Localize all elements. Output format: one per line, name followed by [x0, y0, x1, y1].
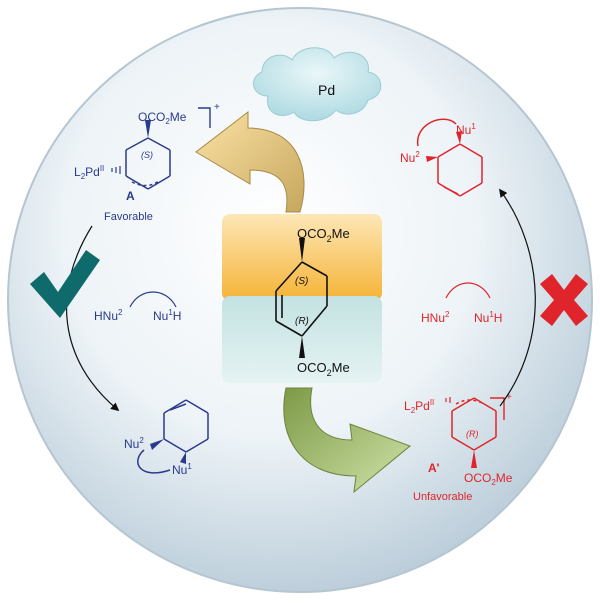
intermediate-a-status: Favorable: [104, 211, 153, 223]
intermediate-a-prime-label: A': [428, 461, 440, 475]
center-top-substituent: OCO2Me: [297, 226, 350, 244]
left-nucleophile-1: HNu2: [94, 308, 123, 323]
center-compound: OCO2Me (S) (R) OCO2Me: [222, 214, 382, 383]
center-bottom-substituent: OCO2Me: [297, 360, 350, 378]
left-nucleophile-2: Nu1H: [153, 308, 181, 323]
intermediate-a-prime-metal: L2PdII: [404, 398, 434, 415]
left-product: Nu2 Nu1: [124, 399, 209, 477]
intermediate-a-prime-substituent: OCO2Me: [464, 471, 513, 487]
intermediate-a-prime-stereo: (R): [466, 429, 479, 439]
catalyst-label: Pd: [318, 82, 335, 98]
right-nucleophile-tether: [445, 282, 491, 299]
cloud-icon: [253, 47, 382, 122]
arrow-to-favorable: [195, 110, 305, 213]
arrow-to-unfavorable: [283, 387, 411, 494]
cross-mark-icon: [540, 274, 588, 326]
left-product-nu2: Nu2: [124, 436, 144, 451]
right-nucleophile-2: Nu1H: [474, 310, 502, 325]
intermediate-a-stereo: (S): [141, 150, 153, 160]
center-bottom-stereo: (R): [295, 316, 309, 327]
intermediate-a-label: A: [126, 189, 135, 203]
left-nucleophile-tether: [129, 291, 177, 308]
intermediate-a-prime: + L2PdII (R) OCO2Me A' Unfavorable: [404, 392, 513, 503]
arrow-left-path: [65, 225, 120, 412]
right-nucleophile-1: HNu2: [421, 310, 450, 325]
check-mark-icon: [30, 250, 100, 318]
right-product-nu2: Nu2: [400, 150, 420, 165]
left-product-nu1: Nu1: [172, 462, 192, 477]
arrow-right-path: [499, 188, 536, 407]
intermediate-a-prime-status: Unfavorable: [413, 491, 472, 503]
intermediate-a-charge: +: [214, 102, 220, 113]
right-product-nu1: Nu1: [456, 122, 476, 137]
intermediate-a-substituent: OCO2Me: [138, 110, 187, 126]
intermediate-a-metal: L2PdII: [74, 164, 104, 181]
intermediate-a: OCO2Me + (S) L2PdII A Favorable: [74, 102, 220, 223]
right-product: Nu1 Nu2: [400, 118, 483, 197]
intermediate-a-prime-charge: +: [506, 392, 512, 403]
center-top-stereo: (S): [295, 276, 308, 287]
